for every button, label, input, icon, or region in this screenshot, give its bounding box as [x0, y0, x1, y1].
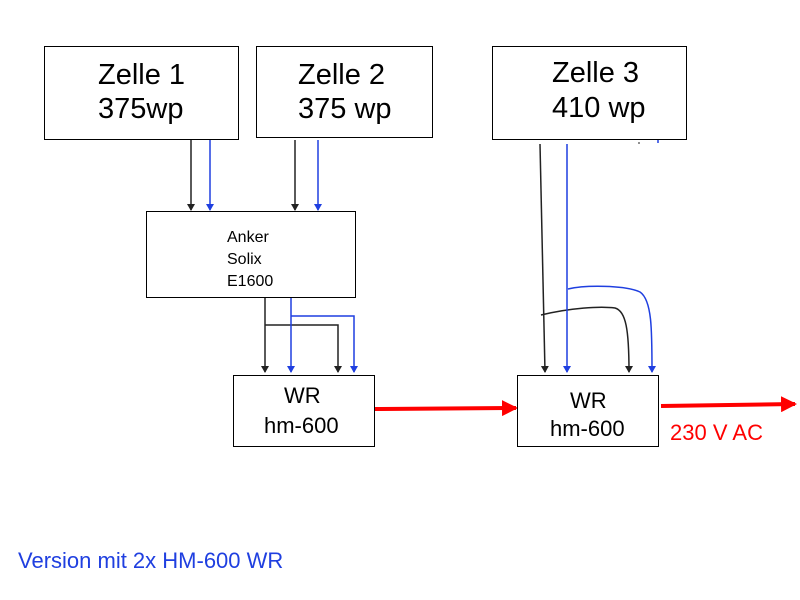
- anker-line-1: Anker: [227, 229, 269, 246]
- wire-anker-black-2: [265, 324, 342, 373]
- cell-3-name: Zelle 3: [552, 57, 640, 89]
- cell-2-name: Zelle 2: [298, 59, 386, 91]
- cell-3-power: 410 wp: [552, 92, 646, 124]
- cell-1-name: Zelle 1: [98, 59, 186, 91]
- anker-line-2: Solix: [227, 251, 262, 268]
- cell-1-power: 375wp: [98, 93, 184, 125]
- inverter-2-box: WR hm-600: [517, 375, 659, 447]
- diagram-caption: Version mit 2x HM-600 WR: [18, 548, 284, 573]
- inverter-1-box: WR hm-600: [233, 375, 375, 447]
- output-voltage-label: 230 V AC: [670, 420, 763, 445]
- wire-cell3-black-1: [539, 143, 549, 373]
- wire-cell3-blue-2: [567, 285, 656, 373]
- ac-arrow-output: [660, 396, 797, 413]
- inverter-2-model: hm-600: [550, 416, 625, 441]
- ac-arrow-wr1-to-wr2: [374, 400, 518, 417]
- cell-3-box: Zelle 3 410 wp: [492, 46, 687, 140]
- inverter-2-name: WR: [570, 388, 607, 413]
- cell-1-box: Zelle 1 375wp: [44, 46, 239, 140]
- wire-anker-blue-2: [291, 315, 358, 373]
- wire-cell3-black-2: [540, 306, 633, 373]
- inverter-1-model: hm-600: [264, 413, 339, 438]
- anker-line-3: E1600: [227, 273, 274, 290]
- anker-solix-box: Anker Solix E1600: [146, 211, 356, 298]
- cell-2-power: 375 wp: [298, 93, 392, 125]
- cell-2-box: Zelle 2 375 wp: [256, 46, 433, 138]
- inverter-1-name: WR: [284, 383, 321, 408]
